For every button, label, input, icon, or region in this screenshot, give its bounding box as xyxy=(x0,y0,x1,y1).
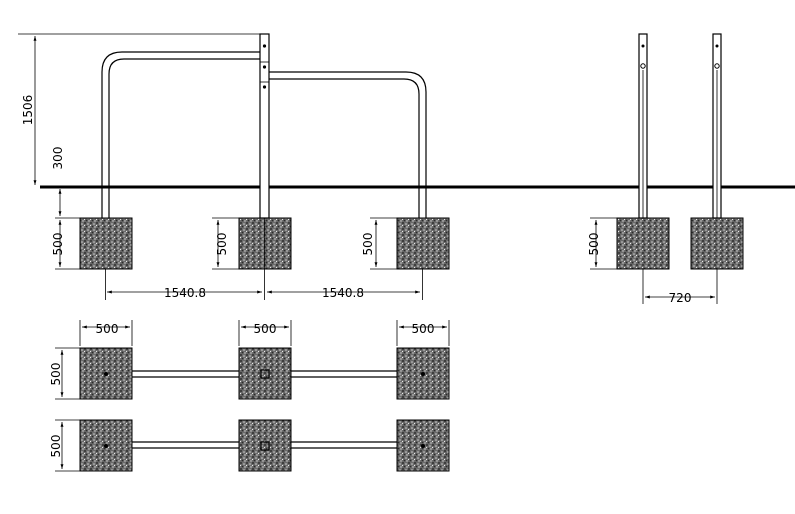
dim-block-right: 500 xyxy=(361,233,375,256)
post-bolt xyxy=(262,85,267,89)
dim-block-center: 500 xyxy=(215,233,229,256)
bar-high xyxy=(101,51,261,218)
dim-side-spacing: 720 xyxy=(669,291,692,305)
post-bolt xyxy=(262,44,267,48)
side-foundation-block-right xyxy=(690,217,744,270)
dim-plan-side: 500 xyxy=(49,363,63,386)
plan-anchor-point xyxy=(421,444,425,448)
plan-post-square xyxy=(260,441,270,451)
plan-anchor-point xyxy=(104,444,108,448)
side-post-bolt xyxy=(640,63,646,69)
side-post-bolt xyxy=(715,44,719,48)
side-post-bolt xyxy=(714,63,720,69)
plan-view-top: 500 500 500 500 xyxy=(49,320,450,400)
foundation-block-left xyxy=(79,217,133,270)
front-elevation: 1506 300 500 500 500 1540.8 1540.8 xyxy=(18,33,795,300)
dim-side-block: 500 xyxy=(587,233,601,256)
side-elevation: 500 720 xyxy=(587,33,744,305)
side-post-bolt xyxy=(641,44,645,48)
dim-plan-top-center: 500 xyxy=(254,322,277,336)
bar-low-inner xyxy=(268,78,420,218)
dim-spacing-right: 1540.8 xyxy=(322,286,364,300)
bar-low xyxy=(268,71,427,218)
dim-plan-top-right: 500 xyxy=(412,322,435,336)
dim-plan-top-left: 500 xyxy=(96,322,119,336)
plan-anchor-point xyxy=(421,372,425,376)
plan2-block-center xyxy=(238,419,292,472)
foundation-block-center xyxy=(238,217,292,270)
dim-height-depth: 300 xyxy=(51,147,65,170)
plan-post-square xyxy=(260,369,270,379)
dim-block-left: 500 xyxy=(51,233,65,256)
bar-high-inner xyxy=(108,58,261,218)
dim-height-total: 1506 xyxy=(21,95,35,126)
post-bolt xyxy=(262,65,267,69)
dim-plan2-side: 500 xyxy=(49,435,63,458)
dim-spacing-left: 1540.8 xyxy=(164,286,206,300)
plan-block-center xyxy=(238,347,292,400)
foundation-block-right xyxy=(396,217,450,270)
plan-anchor-point xyxy=(104,372,108,376)
side-foundation-block-left xyxy=(616,217,670,270)
plan-view-bottom: 500 xyxy=(49,419,450,472)
